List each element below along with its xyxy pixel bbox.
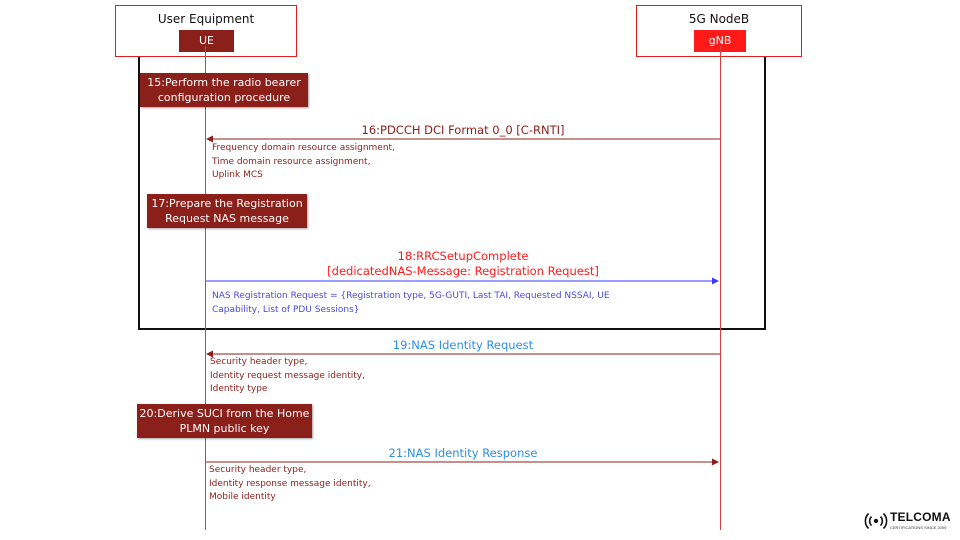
process-17: 17:Prepare the Registration Request NAS … [147, 194, 307, 228]
message-18-label-line-1: 18:RRCSetupComplete [397, 249, 529, 263]
message-16-param-2: Time domain resource assignment, [212, 156, 371, 167]
message-19-param-1: Security header type, [210, 357, 308, 367]
ue-tag: UE [179, 30, 234, 52]
message-19-param-3: Identity type [210, 384, 268, 394]
message-18-param-1: NAS Registration Request = {Registration… [212, 291, 610, 301]
gnb-lifeline [720, 46, 721, 530]
message-18-params: NAS Registration Request = {Registration… [212, 290, 610, 317]
gnb-tag: gNB [694, 30, 746, 52]
message-21-param-2: Identity response message identity, [209, 478, 371, 489]
ue-entity-title: User Equipment [157, 12, 255, 26]
broadcast-icon [864, 512, 888, 530]
message-16-label: 16:PDCCH DCI Format 0_0 [C-RNTI] [206, 123, 720, 138]
ue-lifeline [205, 46, 206, 530]
process-15-line-2: configuration procedure [157, 91, 291, 104]
message-16-params: Frequency domain resource assignment, Ti… [212, 142, 395, 183]
message-21-label: 21:NAS Identity Response [206, 446, 720, 461]
gnb-entity-title: 5G NodeB [688, 12, 750, 26]
process-15-line-1: 15:Perform the radio bearer [147, 76, 301, 89]
process-20-line-1: 20:Derive SUCI from the Home [139, 407, 310, 420]
message-21-params: Security header type, Identity response … [209, 464, 371, 505]
ue-entity-box: User Equipment UE [115, 5, 297, 57]
rrc-group-frame [138, 57, 766, 330]
message-21-param-3: Mobile identity [209, 492, 276, 502]
message-19-label: 19:NAS Identity Request [206, 338, 720, 353]
message-21-param-1: Security header type, [209, 465, 307, 475]
process-20-line-2: PLMN public key [179, 422, 270, 435]
telcoma-logo: TELCOMA CERTIFICATIONS SINCE 2009 [864, 508, 954, 534]
process-17-line-1: 17:Prepare the Registration [151, 197, 303, 210]
process-20: 20:Derive SUCI from the Home PLMN public… [137, 404, 312, 438]
message-18-param-2: Capability, List of PDU Sessions} [212, 304, 360, 315]
process-15: 15:Perform the radio bearer configuratio… [140, 73, 308, 107]
logo-tagline: CERTIFICATIONS SINCE 2009 [890, 525, 947, 530]
message-21-label-line-1: 21:NAS Identity Response [388, 446, 538, 460]
message-16-label-line-1: 16:PDCCH DCI Format 0_0 [C-RNTI] [361, 123, 565, 137]
message-18-label: 18:RRCSetupComplete [dedicatedNAS-Messag… [206, 249, 720, 279]
gnb-entity-box: 5G NodeB gNB [636, 5, 802, 57]
message-19-param-2: Identity request message identity, [210, 370, 365, 381]
message-18-label-line-2: [dedicatedNAS-Message: Registration Requ… [327, 264, 599, 278]
process-17-line-2: Request NAS message [165, 212, 289, 225]
logo-name: TELCOMA [890, 510, 951, 524]
message-16-param-1: Frequency domain resource assignment, [212, 143, 395, 153]
message-19-params: Security header type, Identity request m… [210, 356, 365, 397]
message-19-label-line-1: 19:NAS Identity Request [392, 338, 534, 352]
message-16-param-3: Uplink MCS [212, 170, 263, 180]
